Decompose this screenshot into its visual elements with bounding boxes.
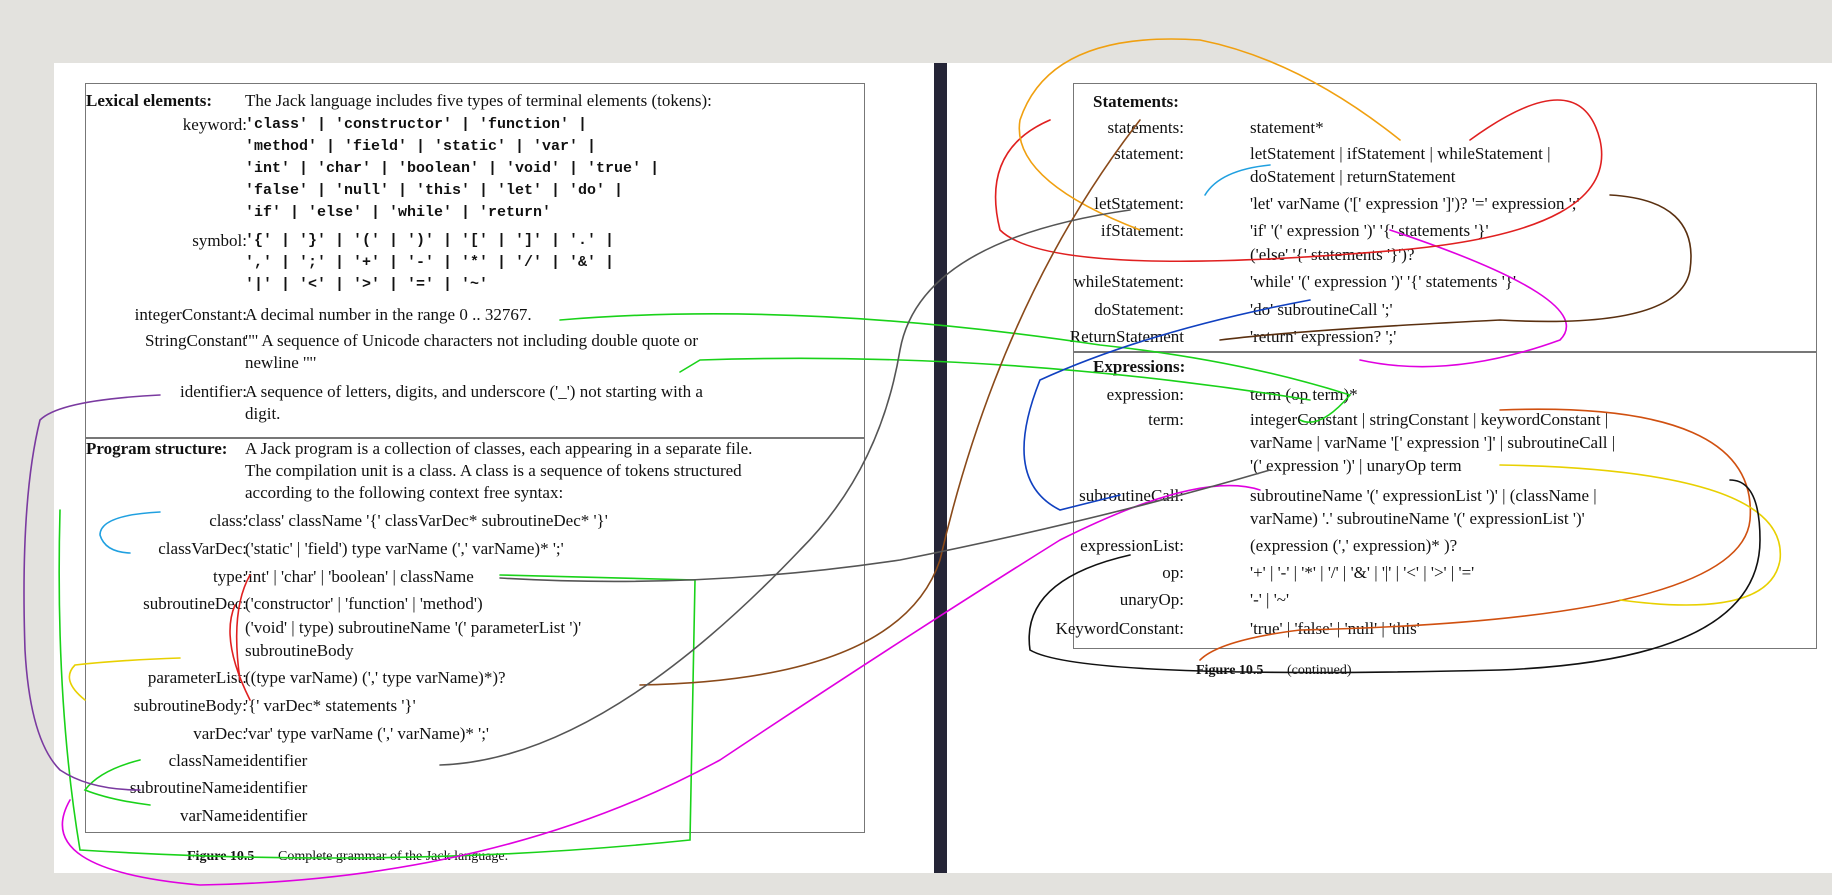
expressionlist-rule: (expression (',' expression)* )?: [1250, 536, 1458, 555]
vardec-rule: 'var' type varName (',' varName)* ';': [245, 724, 489, 743]
keywordconstant-rule: 'true' | 'false' | 'null' | 'this': [1250, 619, 1420, 638]
returnstatement-label: ReturnStatement: [1069, 327, 1184, 346]
op-label: op:: [1162, 563, 1184, 582]
statement-rule: letStatement | ifStatement | whileStatem…: [1250, 144, 1551, 163]
subroutinebody-label: subroutineBody:: [133, 696, 247, 715]
ifstatement-rule: ('else' '{' statements '}')?: [1250, 245, 1415, 264]
classvardec-rule: ('static' | 'field') type varName (',' v…: [245, 539, 564, 558]
vardec-label: varDec:: [193, 724, 247, 743]
whilestatement-label: whileStatement:: [1073, 272, 1184, 291]
term-rule: '(' expression ')' | unaryOp term: [1250, 456, 1462, 475]
program-intro: according to the following context free …: [245, 483, 564, 502]
term-rule: integerConstant | stringConstant | keywo…: [1250, 410, 1609, 429]
subroutinecall-label: subroutineCall:: [1079, 486, 1184, 505]
integerconstant-desc: A decimal number in the range 0 .. 32767…: [245, 305, 532, 324]
classname-label: className:: [168, 751, 247, 770]
symbol-line: ',' | ';' | '+' | '-' | '*' | '/' | '&' …: [245, 254, 615, 271]
statements-rule: statement*: [1250, 118, 1324, 137]
subroutinecall-rule: subroutineName '(' expressionList ')' | …: [1250, 486, 1597, 505]
varname-rule: identifier: [245, 806, 308, 825]
stringconstant-desc: '"' A sequence of Unicode characters not…: [245, 331, 699, 350]
statement-rule: doStatement | returnStatement: [1250, 167, 1456, 186]
keywordconstant-label: KeywordConstant:: [1055, 619, 1184, 638]
ifstatement-rule: 'if' '(' expression ')' '{' statements '…: [1250, 221, 1489, 240]
keyword-line: 'method' | 'field' | 'static' | 'var' |: [245, 138, 597, 155]
keyword-line: 'class' | 'constructor' | 'function' |: [245, 116, 588, 133]
returnstatement-rule: 'return' expression? ';': [1250, 327, 1397, 346]
expression-rule: term (op term)*: [1250, 385, 1358, 404]
ifstatement-label: ifStatement:: [1100, 221, 1184, 240]
keyword-label: keyword:: [182, 115, 247, 134]
lexical-intro: The Jack language includes five types of…: [245, 91, 712, 110]
figure-caption-number: Figure 10.5: [1196, 663, 1264, 678]
program-intro: The compilation unit is a class. A class…: [245, 461, 742, 480]
unaryop-label: unaryOp:: [1119, 590, 1184, 609]
type-label: type:: [213, 567, 247, 586]
dostatement-rule: 'do' subroutineCall ';': [1250, 300, 1393, 319]
program-heading: Program structure:: [86, 439, 228, 458]
stringconstant-desc: newline '"': [245, 353, 317, 372]
classvardec-label: classVarDec:: [158, 539, 247, 558]
subroutinedec-rule: ('void' | type) subroutineName '(' param…: [245, 618, 582, 637]
expression-label: expression:: [1106, 385, 1184, 404]
class-label: class:: [209, 511, 247, 530]
figure-caption-text: Complete grammar of the Jack language.: [278, 849, 509, 864]
symbol-line: '{' | '}' | '(' | ')' | '[' | ']' | '.' …: [245, 232, 615, 249]
letstatement-rule: 'let' varName ('[' expression ']')? '=' …: [1250, 194, 1580, 213]
identifier-label: identifier:: [179, 382, 247, 401]
keyword-line: 'int' | 'char' | 'boolean' | 'void' | 't…: [245, 160, 660, 177]
type-rule: 'int' | 'char' | 'boolean' | className: [245, 567, 474, 586]
keyword-line: 'if' | 'else' | 'while' | 'return': [245, 204, 552, 221]
expressions-heading: Expressions:: [1093, 357, 1186, 376]
subroutinename-label: subroutineName:: [129, 778, 247, 797]
statements-box: [1073, 83, 1817, 353]
subroutinename-rule: identifier: [245, 778, 308, 797]
dostatement-label: doStatement:: [1094, 300, 1184, 319]
integerconstant-label: integerConstant:: [134, 305, 247, 324]
varname-label: varName:: [179, 806, 247, 825]
statement-label: statement:: [1114, 144, 1184, 163]
statements-label: statements:: [1107, 118, 1184, 137]
subroutinedec-rule: subroutineBody: [245, 641, 354, 660]
figure-caption-text: (continued): [1287, 663, 1352, 678]
subroutinebody-rule: '{' varDec* statements '}': [245, 696, 416, 715]
letstatement-label: letStatement:: [1094, 194, 1184, 213]
whilestatement-rule: 'while' '(' expression ')' '{' statement…: [1250, 272, 1517, 291]
term-rule: varName | varName '[' expression ']' | s…: [1250, 433, 1616, 452]
classname-rule: identifier: [245, 751, 308, 770]
symbol-label: symbol:: [192, 231, 247, 250]
statements-heading: Statements:: [1093, 92, 1179, 111]
expressionlist-label: expressionList:: [1080, 536, 1184, 555]
right-page: Statements: statements: statement* state…: [947, 63, 1832, 873]
unaryop-rule: '-' | '~': [1250, 590, 1290, 609]
identifier-desc: digit.: [245, 404, 281, 423]
program-intro: A Jack program is a collection of classe…: [245, 439, 753, 458]
figure-caption-number: Figure 10.5: [187, 849, 255, 864]
subroutinedec-rule: ('constructor' | 'function' | 'method'): [245, 594, 483, 613]
op-rule: '+' | '-' | '*' | '/' | '&' | '|' | '<' …: [1250, 563, 1475, 582]
subroutinecall-rule: varName) '.' subroutineName '(' expressi…: [1250, 509, 1585, 528]
subroutinedec-label: subroutineDec:: [143, 594, 247, 613]
symbol-line: '|' | '<' | '>' | '=' | '~': [245, 276, 489, 293]
term-label: term:: [1148, 410, 1184, 429]
keyword-line: 'false' | 'null' | 'this' | 'let' | 'do'…: [245, 182, 624, 199]
lexical-heading: Lexical elements:: [86, 91, 213, 110]
stringconstant-label: StringConstant: [144, 331, 247, 350]
parameterlist-rule: ((type varName) (',' type varName)*)?: [245, 668, 506, 687]
identifier-desc: A sequence of letters, digits, and under…: [245, 382, 703, 401]
class-rule: 'class' className '{' classVarDec* subro…: [245, 511, 608, 530]
page-gutter: [934, 63, 947, 873]
left-page: Lexical elements: The Jack language incl…: [54, 63, 934, 873]
parameterlist-label: parameterList:: [147, 668, 247, 687]
